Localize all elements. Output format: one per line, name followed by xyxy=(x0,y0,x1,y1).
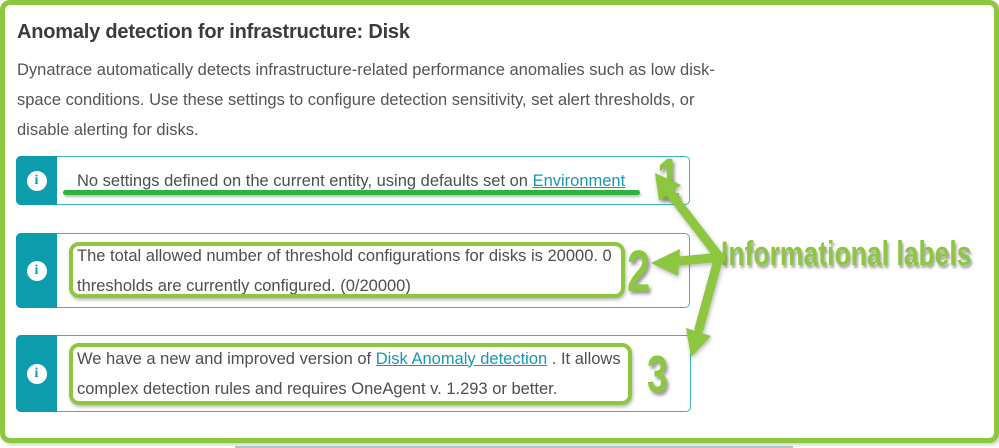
page-title: Anomaly detection for infrastructure: Di… xyxy=(17,21,410,43)
info-icon: i xyxy=(26,363,47,384)
info-banner-text: The total allowed number of threshold co… xyxy=(57,234,689,307)
page-description: Dynatrace automatically detects infrastr… xyxy=(17,61,715,139)
banner-text-after: . It allows complex detection rules and … xyxy=(77,349,621,398)
annotation-number-2: 2 xyxy=(627,239,651,304)
banner-text-before: No settings defined on the current entit… xyxy=(77,171,533,190)
info-banner-defaults: i No settings defined on the current ent… xyxy=(16,156,690,205)
disk-anomaly-detection-link[interactable]: Disk Anomaly detection xyxy=(375,349,548,368)
info-banner-strip: i xyxy=(16,156,57,205)
info-banner-strip: i xyxy=(16,335,57,412)
annotation-label: Informational labels xyxy=(721,235,972,273)
banner-text-before: We have a new and improved version of xyxy=(77,349,376,368)
banner-text: The total allowed number of threshold co… xyxy=(77,246,612,295)
environment-link[interactable]: Environment xyxy=(532,171,626,190)
info-banner-thresholds: i The total allowed number of threshold … xyxy=(16,233,690,308)
info-banner-text: No settings defined on the current entit… xyxy=(57,157,689,204)
annotation-number-1: 1 xyxy=(657,147,681,212)
info-icon: i xyxy=(26,260,47,281)
annotation-number-3: 3 xyxy=(647,346,668,404)
info-icon: i xyxy=(26,170,47,191)
info-banner-strip: i xyxy=(16,233,57,308)
info-banner-text: We have a new and improved version of Di… xyxy=(57,336,690,411)
info-banner-new-version: i We have a new and improved version of … xyxy=(16,335,691,412)
